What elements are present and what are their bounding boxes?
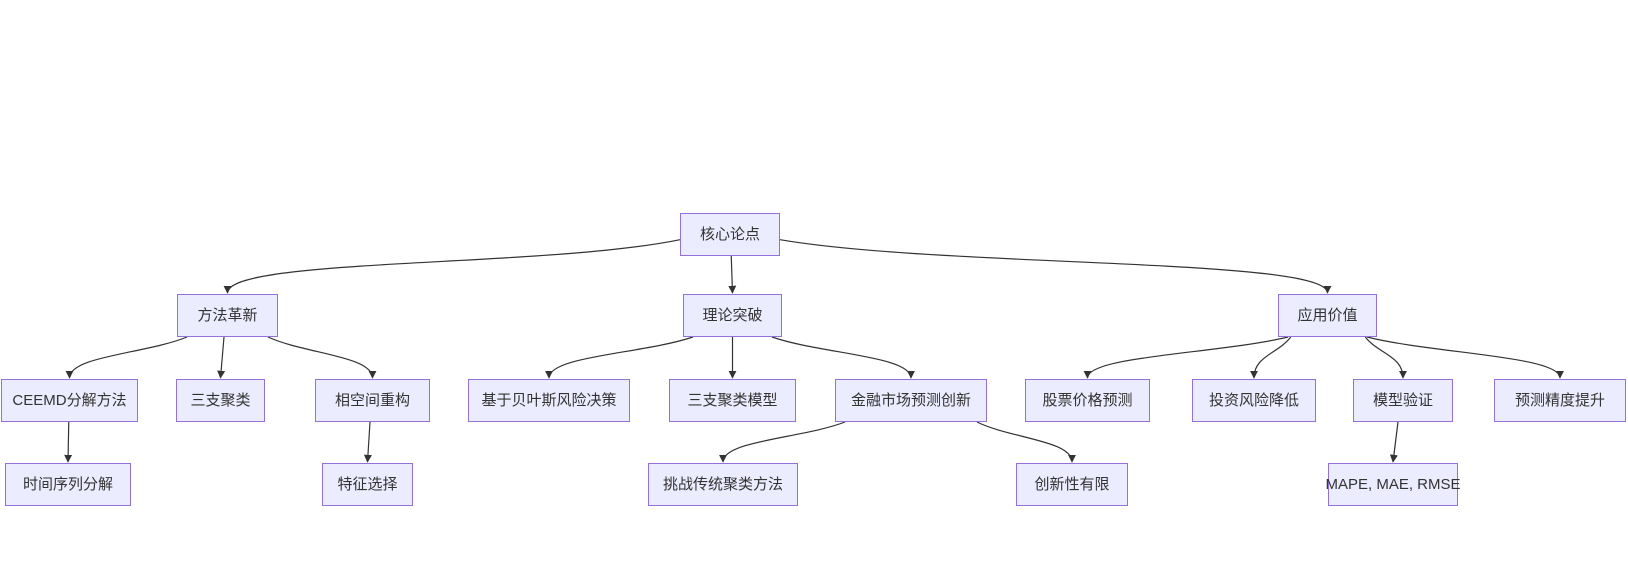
node-model-valid: 模型验证: [1353, 379, 1453, 422]
node-label: 三支聚类模型: [687, 392, 778, 409]
node-label: 投资风险降低: [1208, 392, 1299, 409]
edge-core-to-application: [779, 239, 1332, 294]
node-ceemd: CEEMD分解方法: [1, 379, 138, 422]
node-three-way-model: 三支聚类模型: [669, 379, 796, 422]
edge-method-to-phase: [267, 336, 377, 379]
node-label: MAPE, MAE, RMSE: [1325, 476, 1461, 493]
node-invest: 投资风险降低: [1192, 379, 1316, 422]
edge-application-to-invest: [1250, 336, 1292, 379]
node-label: 特征选择: [337, 476, 398, 493]
node-phase: 相空间重构: [315, 379, 430, 422]
node-three-way: 三支聚类: [176, 379, 265, 422]
node-label: 基于贝叶斯风险决策: [481, 392, 617, 409]
edge-theory-to-finance: [771, 336, 915, 379]
edge-ceemd-to-ts-decomp: [64, 421, 73, 463]
node-label: 时间序列分解: [22, 476, 113, 493]
edge-core-to-theory: [728, 255, 737, 294]
node-method: 方法革新: [177, 294, 278, 337]
node-stock: 股票价格预测: [1025, 379, 1150, 422]
node-bayes: 基于贝叶斯风险决策: [468, 379, 630, 422]
node-label: 挑战传统聚类方法: [662, 476, 783, 493]
edge-method-to-three-way: [217, 336, 226, 379]
node-label: 三支聚类: [190, 392, 251, 409]
node-label: 股票价格预测: [1042, 392, 1133, 409]
node-label: CEEMD分解方法: [12, 392, 127, 409]
node-core: 核心论点: [680, 213, 780, 256]
node-label: 金融市场预测创新: [850, 392, 971, 409]
edge-finance-to-limited: [976, 421, 1076, 463]
node-application: 应用价值: [1278, 294, 1377, 337]
node-label: 模型验证: [1372, 392, 1433, 409]
node-label: 预测精度提升: [1514, 392, 1605, 409]
node-label: 相空间重构: [334, 392, 410, 409]
edge-theory-to-bayes: [545, 336, 694, 379]
edge-phase-to-feature: [363, 421, 372, 463]
edge-application-to-model-valid: [1364, 336, 1407, 379]
node-ts-decomp: 时间序列分解: [5, 463, 131, 506]
edge-model-valid-to-metrics: [1389, 421, 1399, 463]
edge-core-to-method: [223, 239, 681, 294]
node-finance: 金融市场预测创新: [835, 379, 987, 422]
edge-application-to-stock: [1083, 336, 1289, 379]
node-label: 理论突破: [702, 307, 763, 324]
node-metrics: MAPE, MAE, RMSE: [1325, 463, 1461, 506]
node-limited: 创新性有限: [1016, 463, 1128, 506]
node-feature: 特征选择: [322, 463, 413, 506]
edge-method-to-ceemd: [65, 336, 188, 379]
node-accuracy: 预测精度提升: [1494, 379, 1626, 422]
edge-application-to-accuracy: [1366, 336, 1564, 379]
node-challenge: 挑战传统聚类方法: [648, 463, 798, 506]
node-theory: 理论突破: [683, 294, 782, 337]
node-label: 应用价值: [1297, 307, 1358, 324]
edge-finance-to-challenge: [719, 421, 846, 463]
node-label: 核心论点: [699, 226, 760, 243]
node-label: 创新性有限: [1034, 476, 1110, 493]
node-label: 方法革新: [197, 307, 258, 324]
